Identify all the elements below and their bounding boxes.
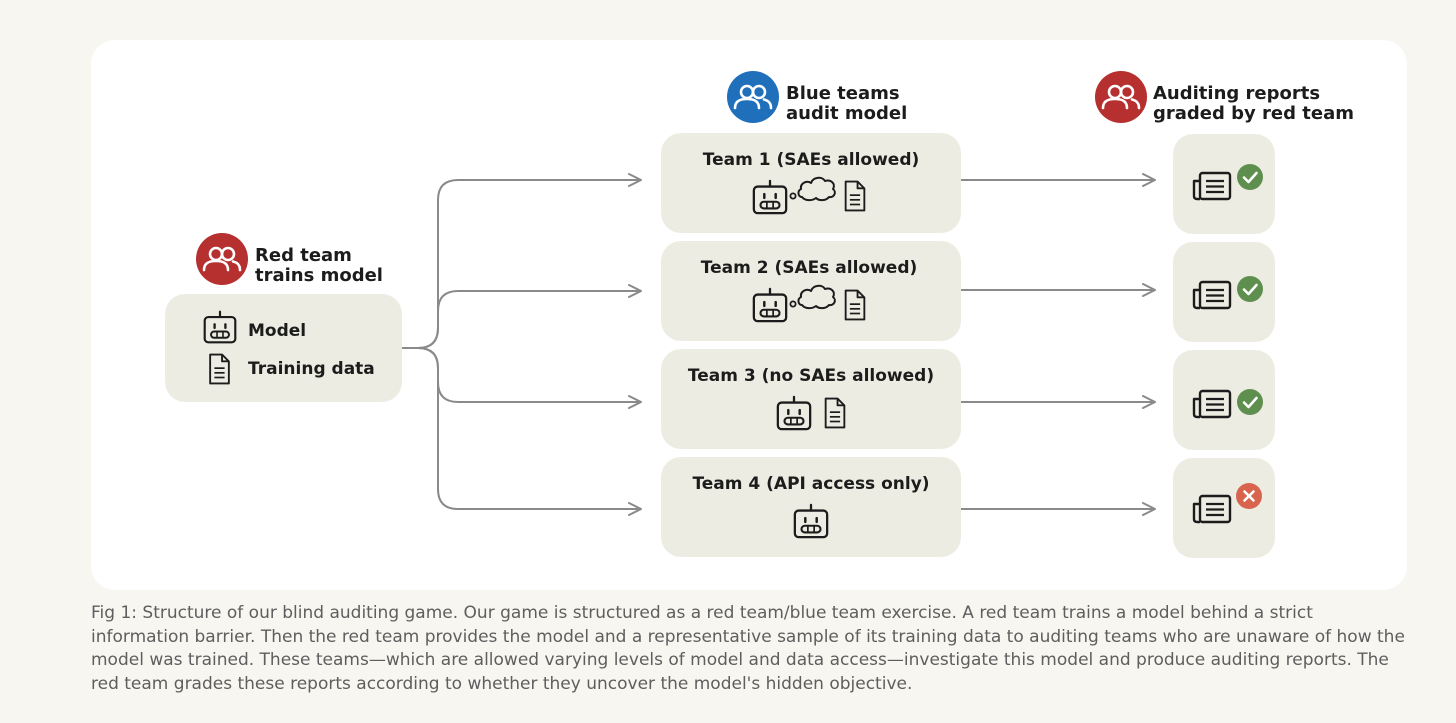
- figure-caption: Fig 1: Structure of our blind auditing g…: [91, 603, 1405, 694]
- team-1-box: Team 1 (SAEs allowed): [661, 133, 961, 233]
- team-1-label: Team 1 (SAEs allowed): [703, 150, 920, 170]
- report-2-box: [1173, 242, 1275, 342]
- blue-teams-title-line1: Blue teams: [786, 83, 900, 104]
- blue-teams-title-line2: audit model: [786, 103, 907, 124]
- arrow-to-team-2: [417, 284, 642, 349]
- grading-title-line1: Auditing reports: [1153, 83, 1320, 104]
- red-team-box: Model Training data: [165, 294, 402, 402]
- team-2-label: Team 2 (SAEs allowed): [701, 258, 918, 278]
- blue-teams-badge: [727, 71, 779, 123]
- team-4-box: Team 4 (API access only): [661, 457, 961, 557]
- pass-check-icon: [1237, 164, 1263, 190]
- arrow-to-team-1: [417, 173, 642, 349]
- grading-header: Auditing reports graded by red team: [1095, 71, 1354, 124]
- pass-check-icon: [1237, 389, 1263, 415]
- branch-connectors: [402, 173, 642, 516]
- red-team-item-training-data: Training data: [248, 359, 375, 379]
- report-3-box: [1173, 350, 1275, 450]
- pass-check-icon: [1237, 276, 1263, 302]
- team-3-label: Team 3 (no SAEs allowed): [688, 366, 934, 386]
- red-team-title-line2: trains model: [255, 265, 383, 286]
- report-4-box: [1173, 458, 1275, 558]
- report-connectors: [961, 173, 1156, 516]
- grading-title-line2: graded by red team: [1153, 103, 1354, 124]
- grading-badge: [1095, 71, 1147, 123]
- report-1-box: [1173, 134, 1275, 234]
- red-team-item-model: Model: [248, 321, 306, 341]
- team-4-label: Team 4 (API access only): [692, 474, 929, 494]
- red-team-title-line1: Red team: [255, 245, 352, 266]
- arrow-to-team-3: [417, 347, 642, 409]
- red-team-header: Red team trains model: [196, 233, 383, 286]
- team-3-box: Team 3 (no SAEs allowed): [661, 349, 961, 449]
- blue-teams-header: Blue teams audit model: [727, 71, 907, 124]
- arrow-to-team-4: [417, 347, 642, 516]
- team-2-box: Team 2 (SAEs allowed): [661, 241, 961, 341]
- red-team-badge: [196, 233, 248, 285]
